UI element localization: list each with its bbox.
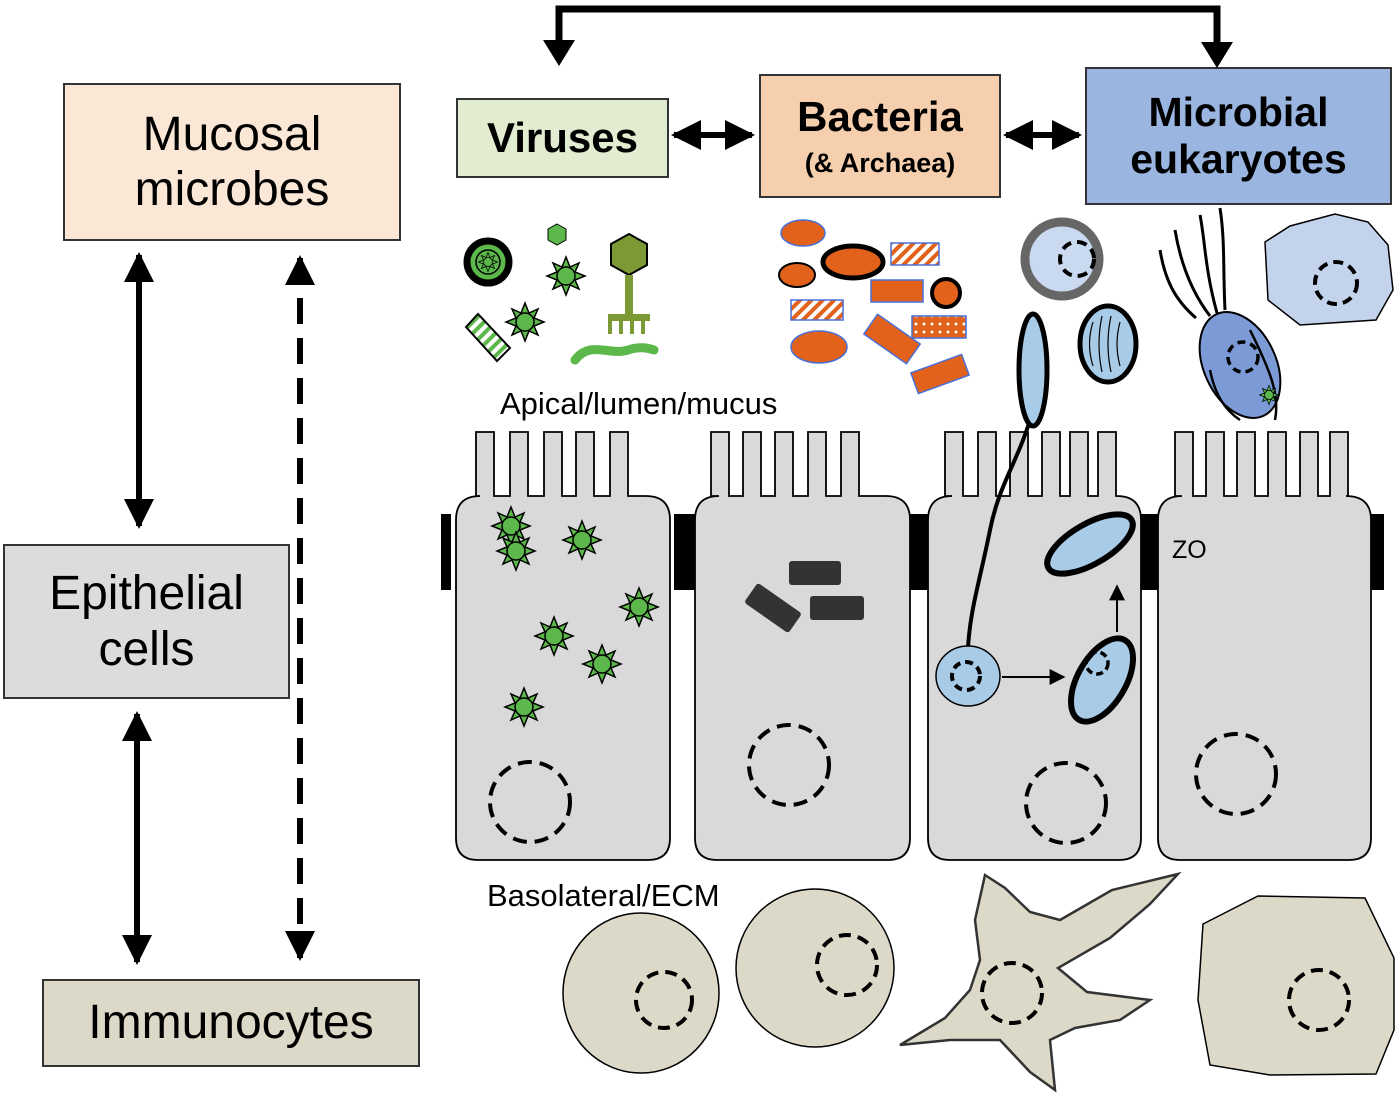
protist-icon [1158,207,1282,422]
viruses-box: Viruses [456,98,669,178]
luminal-eukaryotes [1020,207,1394,422]
apical-label: Apical/lumen/mucus [500,386,778,421]
immunocytes-box: Immunocytes [42,979,420,1067]
epithelial-cell-2 [694,431,911,861]
luminal-viruses [463,223,659,365]
mucosal-microbes-box: Mucosal microbes [63,83,401,241]
archaea-label: (& Archaea) [804,147,956,178]
epithelial-layer [441,431,1384,861]
intracellular-bacteria [745,561,864,633]
immunocytes-label: Immunocytes [88,996,374,1050]
zo-label: ZO [1172,536,1207,564]
bacteria-box: Bacteria (& Archaea) [759,74,1001,198]
phage-icon [608,232,650,334]
microbial-eukaryotes-box: Microbial eukaryotes [1085,67,1392,205]
luminal-bacteria [778,219,971,395]
epithelial-cells-label: Epithelial cells [49,567,244,676]
epithelial-cell-4 [1157,431,1372,861]
mucosal-microbes-label: Mucosal microbes [134,107,330,216]
intracellular-protist-cycle [935,311,1136,725]
microbial-eukaryotes-label: Microbial eukaryotes [1130,88,1347,182]
top-feedback-arrow [543,5,1233,68]
bacteria-label: Bacteria [797,93,963,141]
immune-cells [562,871,1395,1093]
viruses-label: Viruses [487,113,638,161]
basolateral-label: Basolateral/ECM [487,878,720,913]
